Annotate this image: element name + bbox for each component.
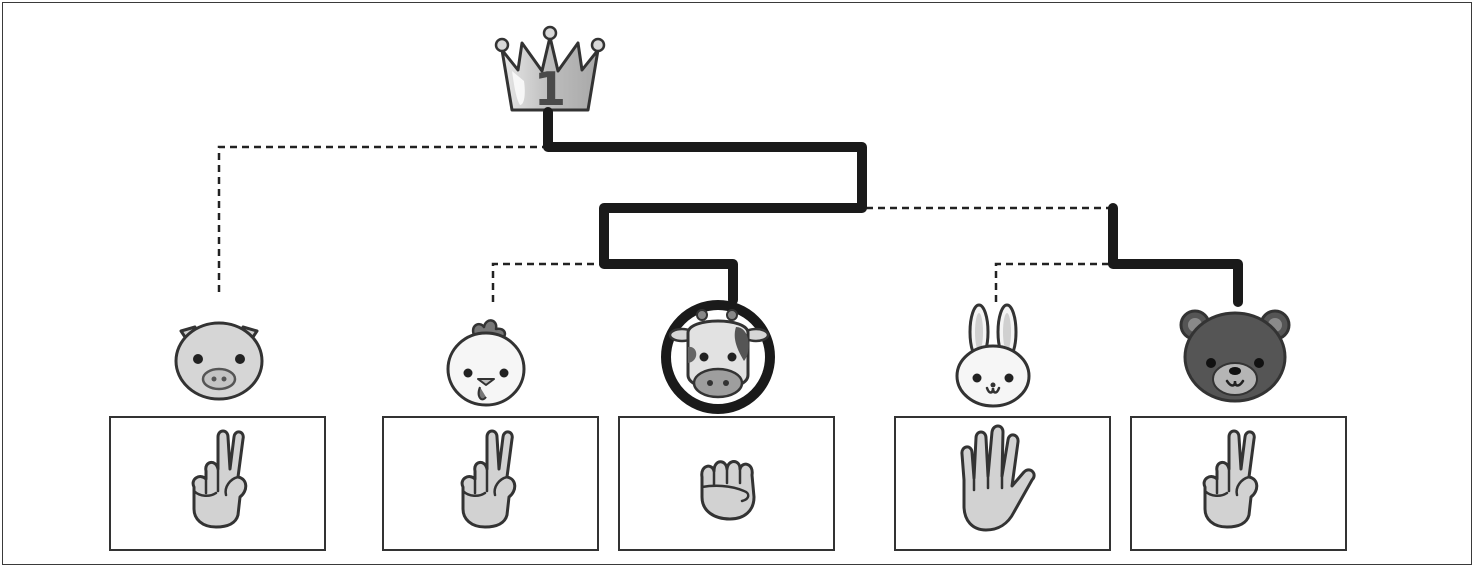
winner-path xyxy=(543,107,1243,307)
hand-box-rabbit xyxy=(894,416,1111,551)
cow-avatar xyxy=(661,300,775,414)
hand-box-cow xyxy=(618,416,835,551)
crown-rank-label: 1 xyxy=(534,62,566,116)
hand-box-bear xyxy=(1130,416,1347,551)
rabbit-avatar xyxy=(955,303,1031,408)
chicken-avatar xyxy=(446,319,526,407)
pig-avatar xyxy=(174,321,264,401)
bear-avatar xyxy=(1179,309,1291,403)
bracket-dashed-lines xyxy=(217,145,1113,302)
crown-icon: 1 xyxy=(494,25,606,116)
hand-box-chicken xyxy=(382,416,599,551)
hand-box-pig xyxy=(109,416,326,551)
rock-hand-icon xyxy=(700,460,756,521)
